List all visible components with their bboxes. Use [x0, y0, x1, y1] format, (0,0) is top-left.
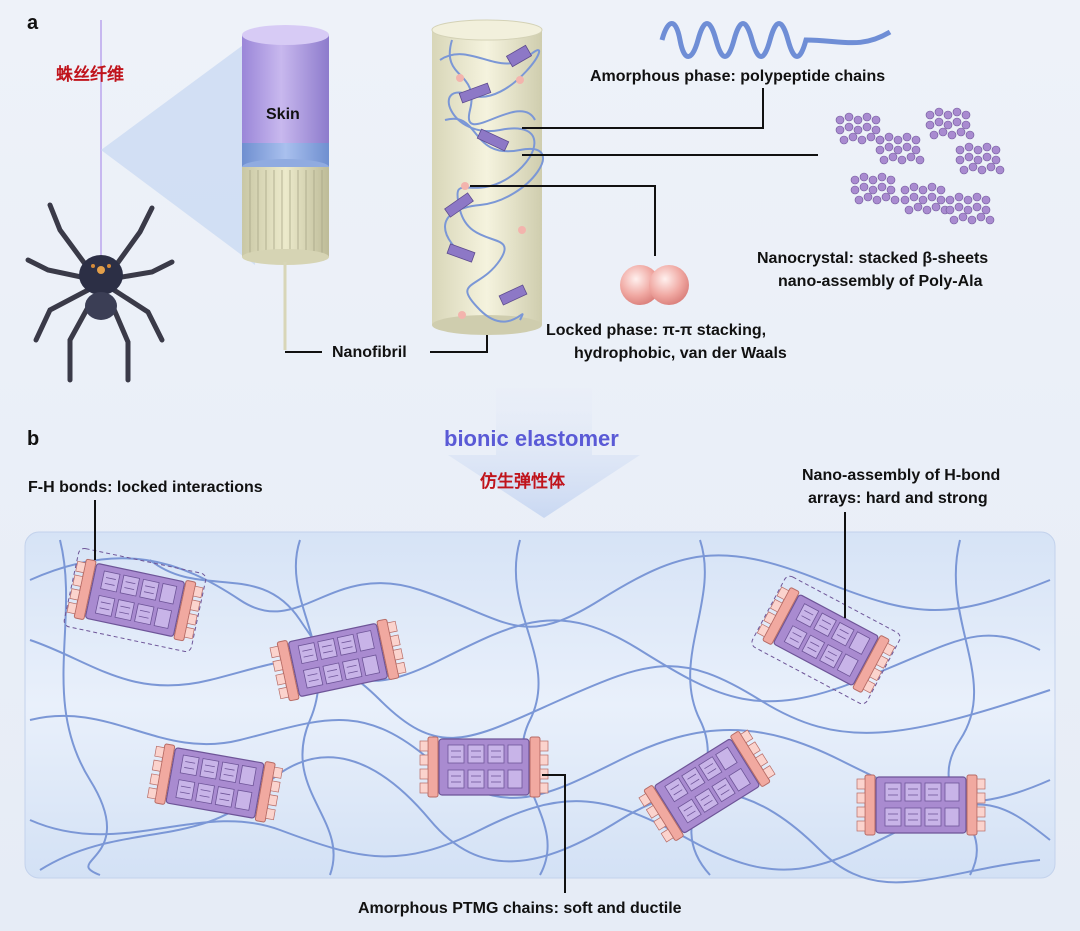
leader-lines-a: [285, 88, 818, 353]
hbond-label-line2: arrays: hard and strong: [808, 490, 988, 507]
fh-bond-highlight: [63, 547, 207, 653]
polypeptide-helix-icon: [659, 21, 892, 59]
ptmg-chains-label: Amorphous PTMG chains: soft and ductile: [358, 900, 682, 917]
nanofibril-cylinder: [431, 19, 544, 335]
locked-phase-spheres-icon: [620, 265, 689, 305]
panel-b-letter: b: [27, 428, 40, 450]
nanofibril-label: Nanofibril: [332, 344, 407, 361]
skin-label: Skin: [266, 106, 300, 123]
hbond-label-line1: Nano-assembly of H-bond: [802, 467, 1001, 484]
bionic-elastomer-cn-label: 仿生弹性体: [480, 472, 565, 491]
silk-fiber-cylinder: [242, 25, 329, 350]
locked-phase-label-line1: Locked phase: π-π stacking,: [546, 322, 767, 339]
leader-lines-b: [94, 500, 846, 893]
nanocrystal-label-line2: nano-assembly of Poly-Ala: [778, 273, 983, 290]
spider-silk-fiber-cn-label: 蛛丝纤维: [56, 65, 124, 84]
panel-a-letter: a: [27, 12, 39, 34]
beta-sheet-crystal-icon: [835, 107, 1005, 225]
transition-arrow: [448, 388, 640, 518]
spider-illustration: [25, 202, 175, 383]
zoom-cone: [101, 40, 255, 265]
bionic-elastomer-label: bionic elastomer: [444, 426, 619, 451]
locked-phase-label-line2: hydrophobic, van der Waals: [574, 345, 787, 362]
fh-bonds-label: F-H bonds: locked interactions: [28, 479, 263, 496]
amorphous-phase-label: Amorphous phase: polypeptide chains: [590, 68, 886, 85]
nanocrystal-label-line1: Nanocrystal: stacked β-sheets: [757, 250, 989, 267]
